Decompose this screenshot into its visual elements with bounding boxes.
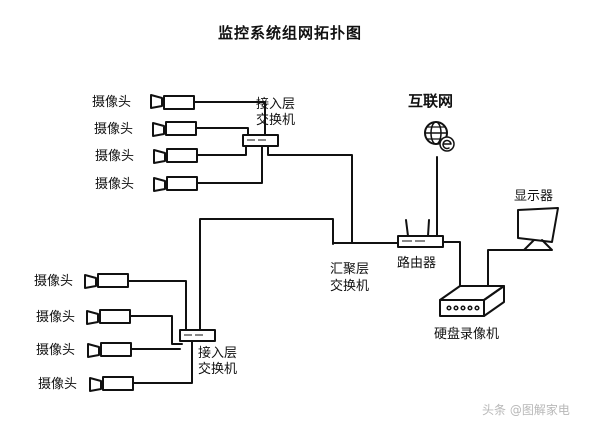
camera-icon bbox=[86, 310, 99, 325]
camera-label: 摄像头 bbox=[95, 149, 135, 164]
camera-icon bbox=[84, 274, 97, 289]
camera-cable bbox=[193, 101, 266, 136]
camera-label: 摄像头 bbox=[36, 310, 76, 325]
internet bbox=[424, 121, 455, 152]
camera-cable bbox=[196, 145, 263, 184]
camera-upper-4 bbox=[153, 145, 263, 192]
camera-cable bbox=[195, 127, 249, 136]
internet-label: 互联网 bbox=[408, 92, 454, 110]
camera-icon bbox=[153, 149, 166, 164]
camera-lower-2 bbox=[86, 309, 183, 345]
camera-icon bbox=[89, 377, 102, 392]
camera-label: 摄像头 bbox=[36, 343, 76, 358]
nvr bbox=[439, 285, 505, 317]
camera-body bbox=[166, 176, 198, 191]
display bbox=[487, 207, 559, 287]
router-antenna bbox=[427, 219, 430, 237]
nvr-label: 硬盘录像机 bbox=[434, 327, 500, 342]
access-switch-lower bbox=[179, 218, 334, 342]
switch-uplink-cable bbox=[199, 218, 334, 331]
camera-body bbox=[163, 95, 195, 110]
camera-label: 摄像头 bbox=[92, 95, 132, 110]
aggregation-switch-label-2: 交换机 bbox=[330, 279, 370, 294]
camera-lower-1 bbox=[84, 273, 187, 331]
camera-label: 摄像头 bbox=[34, 274, 74, 289]
diagram-title: 监控系统组网拓扑图 bbox=[218, 24, 363, 42]
camera-lower-3 bbox=[87, 342, 181, 358]
camera-label: 摄像头 bbox=[38, 377, 78, 392]
switch-icon bbox=[179, 329, 216, 342]
access-switch-upper-label-1: 接入层 bbox=[256, 97, 296, 112]
camera-body bbox=[100, 342, 132, 357]
camera-body bbox=[166, 148, 198, 163]
monitor-stand bbox=[523, 239, 553, 251]
camera-upper-3 bbox=[153, 145, 247, 164]
camera-body bbox=[165, 121, 197, 136]
camera-label: 摄像头 bbox=[94, 122, 134, 137]
camera-cable bbox=[196, 145, 247, 156]
camera-icon bbox=[150, 94, 163, 109]
monitor-icon bbox=[517, 207, 559, 243]
switch-icon bbox=[242, 134, 279, 147]
camera-body bbox=[102, 376, 134, 391]
camera-icon bbox=[152, 122, 165, 137]
camera-body bbox=[99, 309, 131, 324]
access-switch-upper bbox=[242, 134, 353, 243]
router-antenna bbox=[405, 219, 409, 237]
switch-uplink-cable bbox=[267, 145, 353, 243]
router bbox=[397, 156, 461, 287]
camera-icon bbox=[153, 177, 166, 192]
camera-upper-2 bbox=[152, 121, 249, 137]
aggregation-switch-label-1: 汇聚层 bbox=[330, 262, 370, 277]
access-switch-lower-label-1: 接入层 bbox=[198, 346, 238, 361]
camera-cable bbox=[129, 315, 183, 345]
access-switch-lower-label-2: 交换机 bbox=[198, 362, 238, 377]
watermark: 头条 @图解家电 bbox=[482, 403, 570, 417]
nvr-side bbox=[483, 285, 505, 317]
router-label: 路由器 bbox=[397, 256, 437, 271]
access-switch-upper-label-2: 交换机 bbox=[256, 113, 296, 128]
router-to-nvr-cable bbox=[442, 241, 461, 287]
camera-lower-4 bbox=[89, 341, 193, 392]
display-label: 显示器 bbox=[514, 189, 554, 204]
display-cable bbox=[487, 249, 537, 287]
camera-icon bbox=[87, 343, 100, 358]
nvr-leds bbox=[446, 305, 480, 311]
camera-cable bbox=[132, 341, 193, 384]
camera-upper-1 bbox=[150, 94, 266, 136]
camera-cable bbox=[127, 280, 187, 331]
camera-label: 摄像头 bbox=[95, 177, 135, 192]
camera-body bbox=[97, 273, 129, 288]
